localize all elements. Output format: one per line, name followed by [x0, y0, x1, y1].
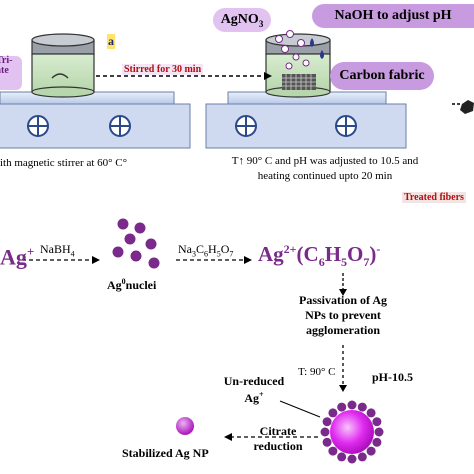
- citrate-cap-dot: [372, 417, 382, 427]
- capped-ag-particle: [320, 400, 384, 464]
- citrate-complex-label: Ag2+(C6H5O7)-: [258, 242, 380, 270]
- treated-fibers-label: Treated fibers: [402, 192, 466, 203]
- complex-sup: 2+: [283, 242, 297, 256]
- temperature-label: T: 90° C: [298, 366, 336, 378]
- beaker-right: [265, 30, 331, 98]
- magnetic-stirrer-left: [0, 91, 191, 149]
- complex-o: O: [347, 242, 364, 266]
- nabh4-label: NaBH4: [40, 242, 75, 258]
- citrate-cap-dot: [374, 427, 384, 437]
- citrate-cap-dot: [320, 427, 330, 437]
- ag-plus-sup: +: [26, 244, 35, 259]
- citrate-o: O: [220, 242, 230, 256]
- nuclei-sup: 0: [121, 277, 126, 286]
- citrate-sub-6: 6: [204, 249, 209, 259]
- passivation-line1: Passivation of Ag: [298, 293, 387, 307]
- passivation-label: Passivation of Ag NPs to prevent agglome…: [288, 293, 398, 338]
- small-a-label: a: [107, 34, 115, 49]
- nabh4-sub: 4: [70, 249, 75, 259]
- citrate-reagent-na: Na: [178, 242, 192, 256]
- condition-line1: T↑ 90° C and pH was adjusted to 10.5 and: [231, 155, 419, 167]
- citrate-c: C: [196, 242, 205, 256]
- ag-plus-label: Ag+: [0, 244, 34, 270]
- ag-plus-text: Ag: [0, 244, 27, 270]
- stirrer-caption: ith magnetic stirrer at 60° C°: [0, 157, 128, 169]
- citrate-cap-dot: [337, 452, 347, 462]
- ph-label: pH-10.5: [372, 370, 414, 384]
- nuclei-ag: Ag: [107, 278, 122, 292]
- citrate-reduction-label: Citrate reduction: [238, 424, 318, 454]
- naoh-tag: NaOH to adjust pH: [312, 4, 474, 28]
- nuclei-rest: nuclei: [125, 278, 157, 292]
- citrate-sub-5: 5: [216, 249, 221, 259]
- citrate-sub-3: 3: [192, 249, 196, 259]
- agno3-tag: AgNO3: [213, 8, 271, 32]
- complex-body: (C: [296, 242, 319, 266]
- citrate-cap-dot: [357, 402, 367, 412]
- citrate-cap-dot: [366, 446, 376, 456]
- complex-sub-7: 7: [363, 255, 370, 270]
- agno3-sub: 3: [258, 18, 264, 29]
- carbon-fabric-tag: Carbon fabric: [330, 62, 434, 90]
- complex-sub-6: 6: [318, 255, 325, 270]
- complex-close: ): [369, 242, 377, 266]
- stabilized-np-label: Stabilized Ag NP: [122, 446, 209, 460]
- citrate-sub-7: 7: [229, 249, 234, 259]
- magnetic-stirrer-right: [205, 91, 407, 149]
- beaker-left: [31, 33, 95, 98]
- complex-sub-5: 5: [341, 255, 348, 270]
- reduction-line: reduction: [253, 439, 303, 453]
- citrate-cap-dot: [322, 437, 332, 447]
- carbon-fabric-swatch: [282, 74, 316, 90]
- beaker-left-tag-line2: ate: [0, 65, 9, 76]
- agno3-text: AgNO: [220, 12, 259, 27]
- citrate-cap-dot: [347, 454, 357, 464]
- citrate-cap-dot: [347, 400, 357, 410]
- citrate-cap-dot: [366, 408, 376, 418]
- citrate-cap-dot: [322, 417, 332, 427]
- ag-nuclei-cluster: [112, 218, 160, 269]
- citrate-line: Citrate: [259, 424, 297, 438]
- unreduced-ag: Ag: [244, 391, 260, 405]
- citrate-reagent-label: Na3C6H5O7: [178, 242, 233, 258]
- condition-caption: T↑ 90° C and pH was adjusted to 10.5 and…: [222, 154, 428, 184]
- citrate-cap-dot: [357, 452, 367, 462]
- condition-line2: heating continued upto 20 min: [257, 170, 393, 182]
- beaker-left-tag: Tri- ate: [0, 56, 22, 90]
- unreduced-line1: Un-reduced: [223, 374, 285, 388]
- citrate-cap-dot: [372, 437, 382, 447]
- passivation-line3: agglomeration: [306, 323, 380, 337]
- treated-fiber-fragment: [452, 100, 474, 114]
- stirred-label: Stirred for 30 min: [122, 64, 204, 75]
- stabilized-ag-np: [176, 417, 194, 435]
- mechanism-drawing: [22, 218, 384, 464]
- citrate-cap-dot: [328, 446, 338, 456]
- passivation-line2: NPs to prevent: [305, 308, 381, 322]
- citrate-h: H: [208, 242, 217, 256]
- complex-ag: Ag: [258, 242, 284, 266]
- complex-minus: -: [376, 242, 381, 256]
- citrate-cap-dot: [328, 408, 338, 418]
- unreduced-sup: +: [259, 390, 264, 399]
- ag-nuclei-label: Ag0nuclei: [107, 277, 156, 293]
- nabh4-text: NaBH: [40, 242, 71, 256]
- complex-h: H: [324, 242, 342, 266]
- falling-droplets: [275, 30, 310, 70]
- unreduced-label: Un-reduced Ag+: [214, 374, 294, 405]
- beaker-left-tag-line1: Tri-: [0, 55, 13, 66]
- citrate-cap-dot: [337, 402, 347, 412]
- apparatus-drawing: [0, 30, 474, 149]
